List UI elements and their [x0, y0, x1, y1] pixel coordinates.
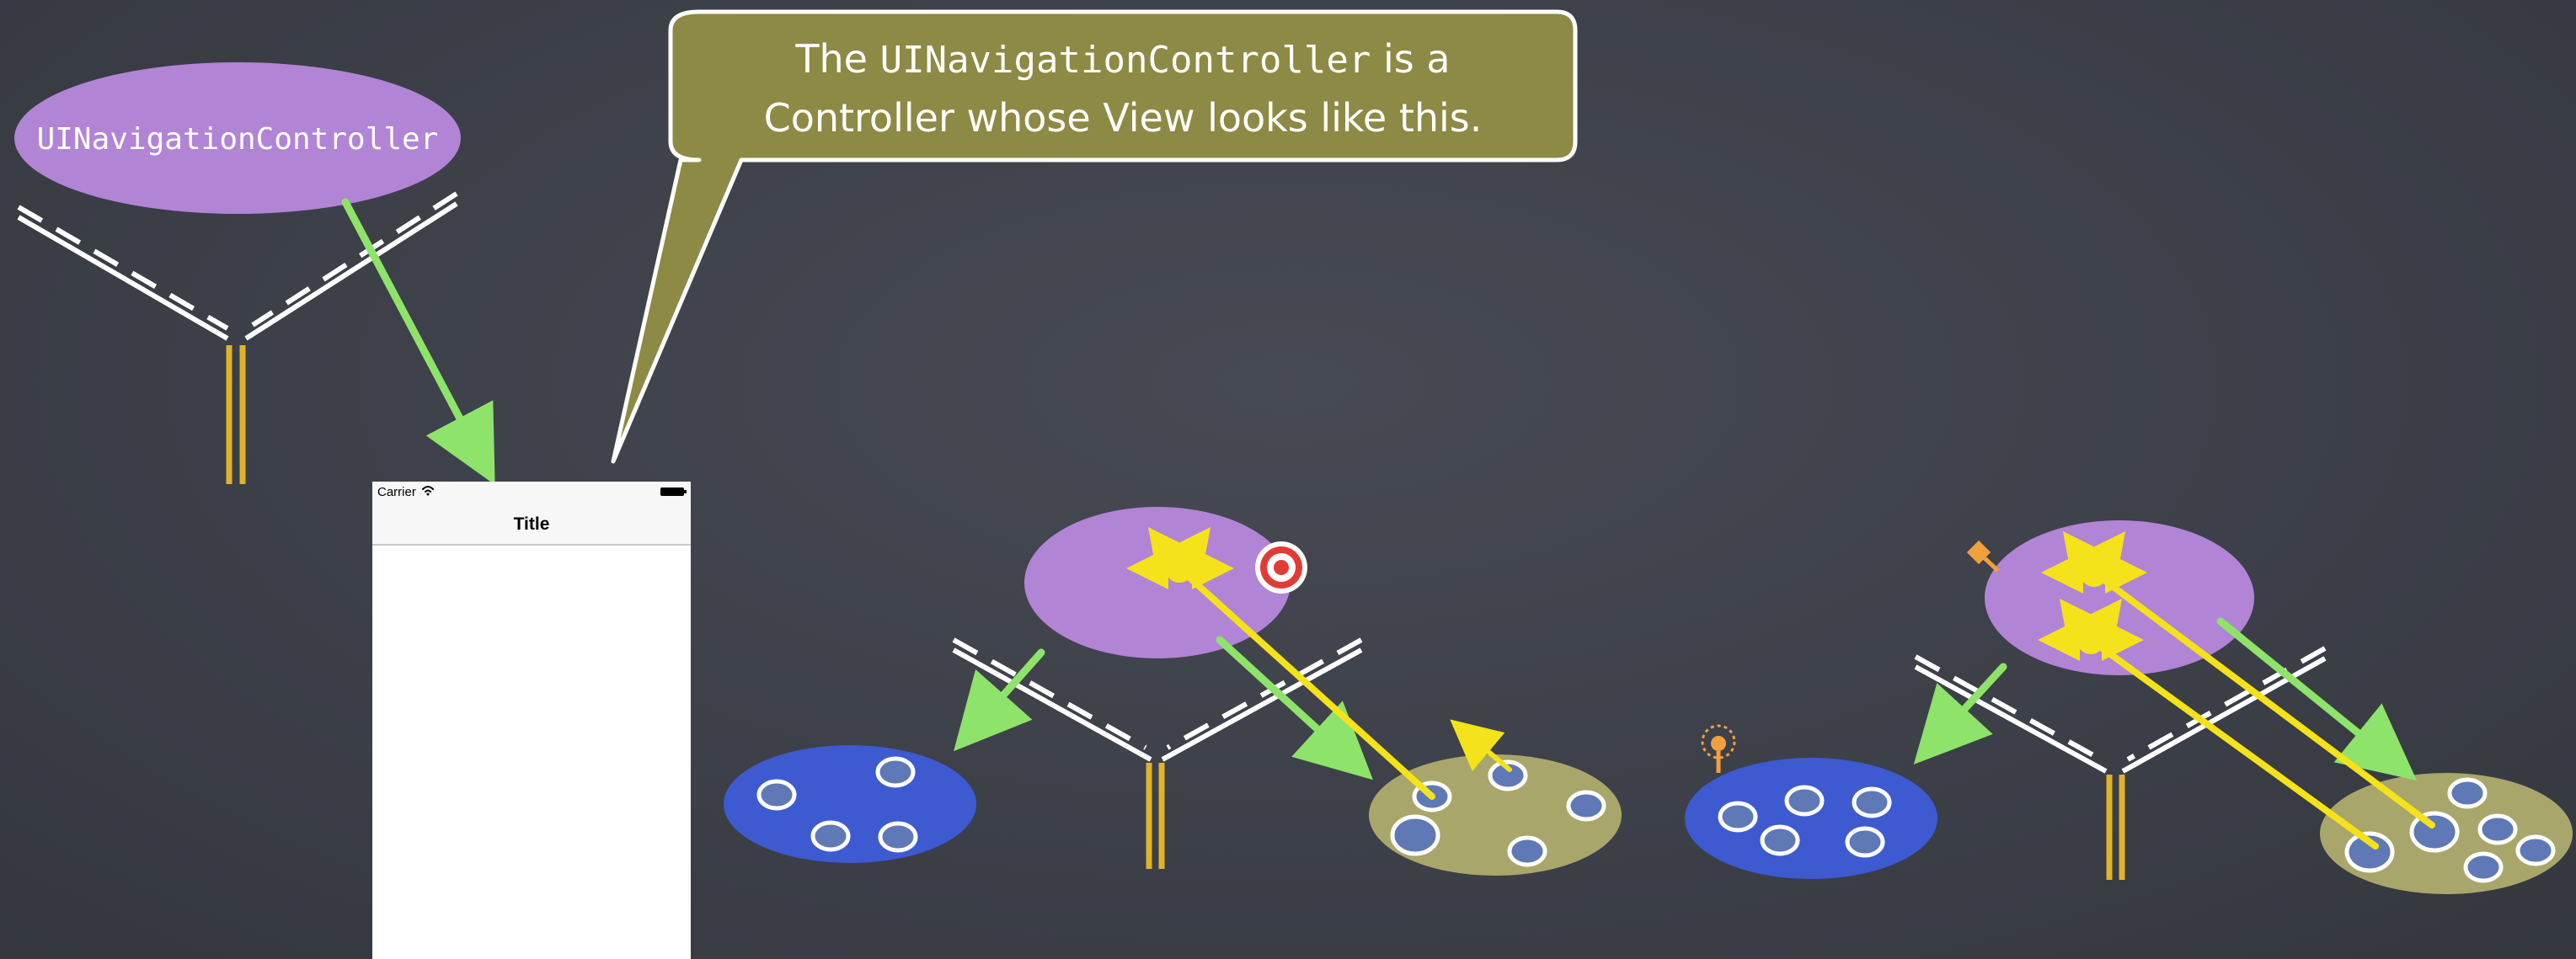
target-icon	[1255, 541, 1307, 594]
callout-bubble: The UINavigationController is a Controll…	[611, 9, 1578, 464]
right-mvc	[1685, 520, 2573, 894]
wifi-icon	[422, 486, 434, 496]
olive-view-right-subviews	[2344, 777, 2556, 883]
mvc-separator-left	[17, 191, 458, 341]
outlet-arrow-right-1	[2091, 569, 2435, 828]
battery-icon	[660, 487, 687, 496]
callout-line-1: The UINavigationController is a	[794, 36, 1450, 82]
nav-bar	[372, 482, 691, 545]
segue-arrow-middle-right	[1216, 636, 1373, 781]
diamond-icon	[1966, 540, 2000, 573]
view-arrow-left	[341, 198, 495, 485]
mvc-double-line-left	[226, 345, 246, 484]
mvc-separator-middle	[952, 637, 1363, 762]
action-arrow-middle	[1450, 719, 1512, 772]
nav-title: Title	[514, 514, 550, 534]
nav-controller-ellipse	[14, 62, 461, 214]
mvc-double-line-right	[2106, 775, 2125, 880]
callout-prefix: The	[794, 36, 879, 82]
phone-mockup: Carrier Title	[372, 482, 691, 959]
callout-suffix: is a	[1371, 36, 1450, 82]
segue-arrow-middle-left	[954, 648, 1045, 752]
outlet-arrow-right-2	[2087, 637, 2379, 850]
segue-arrow-right-right	[2216, 617, 2417, 781]
callout-code: UINavigationController	[880, 39, 1371, 82]
carrier-label: Carrier	[377, 485, 416, 499]
blue-view-right-subviews	[1718, 785, 1892, 858]
callout-line-2: Controller whose View looks like this.	[764, 95, 1483, 141]
outlet-arrow-middle	[1176, 565, 1435, 800]
blue-view-middle-subviews	[756, 756, 918, 853]
nav-controller-mvc: UINavigationController	[14, 62, 495, 485]
right-controller-ellipse	[1985, 520, 2254, 675]
middle-mvc	[724, 507, 1622, 876]
nav-controller-label: UINavigationController	[37, 122, 439, 157]
mvc-double-line-middle	[1146, 763, 1165, 869]
pin-icon	[1701, 724, 1736, 773]
segue-arrow-right-left	[1913, 663, 2007, 765]
